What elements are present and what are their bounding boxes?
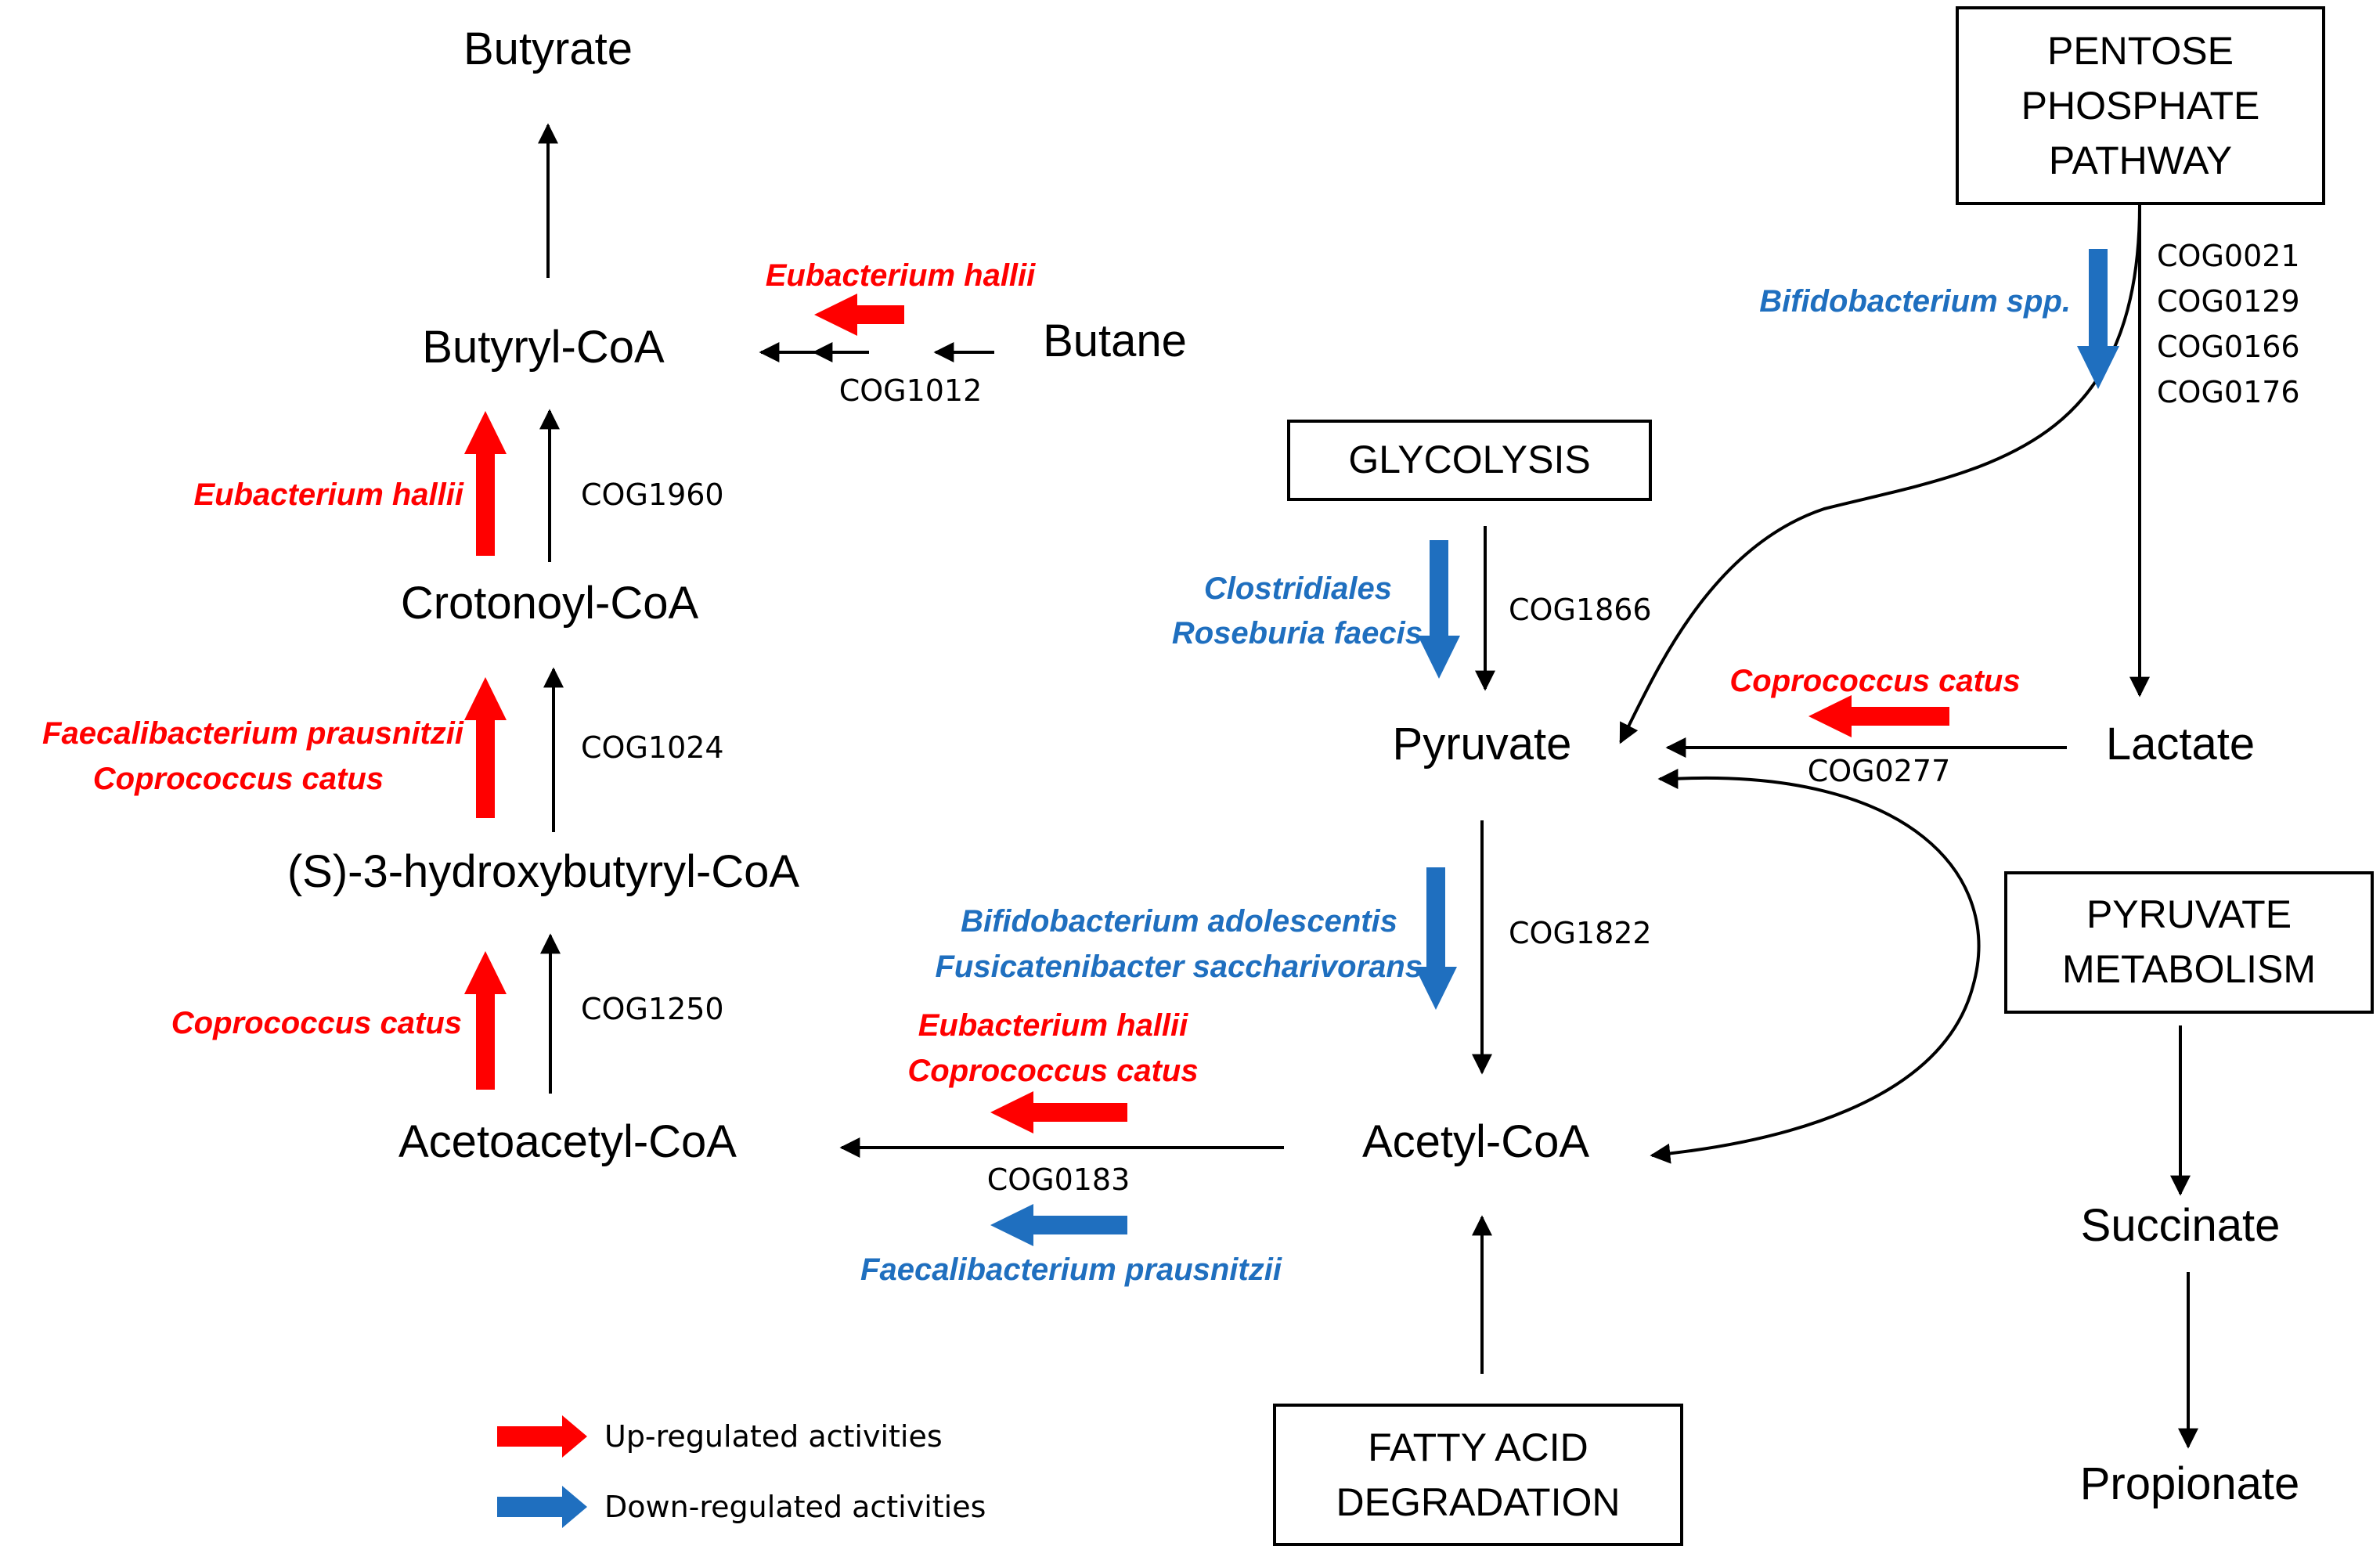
pentose-box-line-3: PATHWAY — [2049, 139, 2232, 182]
cog-acetyl-to-acetoacetyl: COG0183 — [987, 1162, 1130, 1197]
down-arrow-acetyl-acetoacetyl — [990, 1204, 1127, 1246]
upregulated-taxa: Eubacterium hallii Eubacterium hallii Fa… — [42, 258, 2021, 1088]
glycolysis-box-label: GLYCOLYSIS — [1348, 438, 1590, 481]
taxon-glycolysis-down-2: Roseburia faecis — [1172, 616, 1423, 651]
cog-lactate-to-pyruvate: COG0277 — [1808, 754, 1951, 788]
node-acetyl-coa: Acetyl-CoA — [1362, 1116, 1589, 1167]
cog-acetoacetyl-to-hydroxy: COG1250 — [581, 992, 724, 1026]
down-arrow-glycolysis — [1418, 540, 1460, 679]
pyruvate-metabolism-box: PYRUVATE METABOLISM — [2004, 871, 2374, 1014]
up-regulation-arrows — [464, 294, 1949, 1134]
taxon-crotonoyl-up: Eubacterium hallii — [193, 478, 463, 512]
up-arrow-crotonoyl — [464, 411, 507, 556]
down-arrow-pyruvate-acetyl — [1415, 867, 1457, 1010]
cog-pentose-3: COG0166 — [2157, 330, 2300, 364]
cog-pentose-2: COG0129 — [2157, 284, 2300, 319]
taxon-pentose-down: Bifidobacterium spp. — [1759, 284, 2071, 319]
taxon-acetyl-acetoacetyl-down: Faecalibacterium prausnitzii — [860, 1252, 1282, 1287]
node-hydroxybutyryl-coa: (S)-3-hydroxybutyryl-CoA — [287, 846, 800, 897]
pyruvate-metabolism-line-2: METABOLISM — [2062, 947, 2316, 991]
node-succinate: Succinate — [2081, 1200, 2281, 1251]
taxon-lactate-up: Coprococcus catus — [1729, 664, 2020, 698]
legend-down-label: Down-regulated activities — [604, 1490, 986, 1524]
node-butyrate: Butyrate — [463, 23, 633, 74]
up-arrow-lactate — [1808, 695, 1949, 737]
cog-pentose-4: COG0176 — [2157, 375, 2300, 409]
legend-up-label: Up-regulated activities — [604, 1419, 943, 1454]
node-butane: Butane — [1043, 315, 1187, 366]
down-arrow-pentose — [2077, 249, 2119, 389]
taxon-pyruvate-acetyl-down-1: Bifidobacterium adolescentis — [961, 904, 1397, 939]
taxon-glycolysis-down-1: Clostridiales — [1204, 571, 1392, 606]
up-arrow-butane — [814, 294, 904, 336]
node-lactate: Lactate — [2106, 719, 2255, 769]
glycolysis-box: GLYCOLYSIS — [1287, 420, 1652, 501]
cog-hydroxy-to-crotonoyl: COG1024 — [581, 730, 724, 765]
legend-up-arrow — [497, 1415, 587, 1458]
fatty-acid-line-2: DEGRADATION — [1336, 1480, 1621, 1524]
taxon-acetyl-acetoacetyl-up-1: Eubacterium hallii — [918, 1008, 1188, 1043]
cog-glycolysis-to-pyruvate: COG1866 — [1509, 593, 1652, 627]
arrow-acetyl-pyruvate-loop — [1650, 776, 1981, 1164]
cog-butane-to-butyryl: COG1012 — [839, 373, 983, 408]
pentose-box-line-1: PENTOSE — [2047, 29, 2234, 73]
downregulated-taxa: Faecalibacterium prausnitzii Bifidobacte… — [860, 284, 2071, 1287]
up-arrow-hydroxy — [464, 677, 507, 818]
cog-crotonoyl-to-butyryl: COG1960 — [581, 478, 724, 512]
taxon-hydroxy-up-2: Coprococcus catus — [93, 762, 384, 796]
node-crotonoyl-coa: Crotonoyl-CoA — [401, 578, 699, 629]
pentose-phosphate-pathway-box: PENTOSE PHOSPHATE PATHWAY — [1956, 6, 2325, 205]
taxon-hydroxy-up-1: Faecalibacterium prausnitzii — [42, 716, 464, 751]
fatty-acid-line-1: FATTY ACID — [1368, 1425, 1588, 1469]
down-regulation-arrows — [990, 249, 2119, 1246]
taxon-pyruvate-acetyl-down-2: Fusicatenibacter saccharivorans — [935, 950, 1423, 984]
node-propionate: Propionate — [2080, 1458, 2300, 1509]
node-butyryl-coa: Butyryl-CoA — [422, 322, 665, 373]
cog-pyruvate-to-acetyl: COG1822 — [1509, 916, 1652, 950]
taxon-butane-up: Eubacterium hallii — [766, 258, 1036, 293]
legend-down-arrow — [497, 1486, 587, 1528]
up-arrow-acetoacetyl — [464, 951, 507, 1090]
taxon-acetyl-acetoacetyl-up-2: Coprococcus catus — [907, 1054, 1198, 1088]
legend: Up-regulated activities Down-regulated a… — [497, 1415, 986, 1528]
node-pyruvate: Pyruvate — [1393, 719, 1572, 769]
cog-pentose-1: COG0021 — [2157, 239, 2300, 273]
taxon-acetoacetyl-up: Coprococcus catus — [171, 1006, 462, 1040]
node-acetoacetyl-coa: Acetoacetyl-CoA — [398, 1116, 737, 1167]
pentose-box-line-2: PHOSPHATE — [2021, 84, 2260, 128]
fatty-acid-degradation-box: FATTY ACID DEGRADATION — [1273, 1404, 1683, 1546]
pyruvate-metabolism-line-1: PYRUVATE — [2086, 892, 2292, 936]
up-arrow-acetyl-acetoacetyl — [990, 1091, 1127, 1134]
